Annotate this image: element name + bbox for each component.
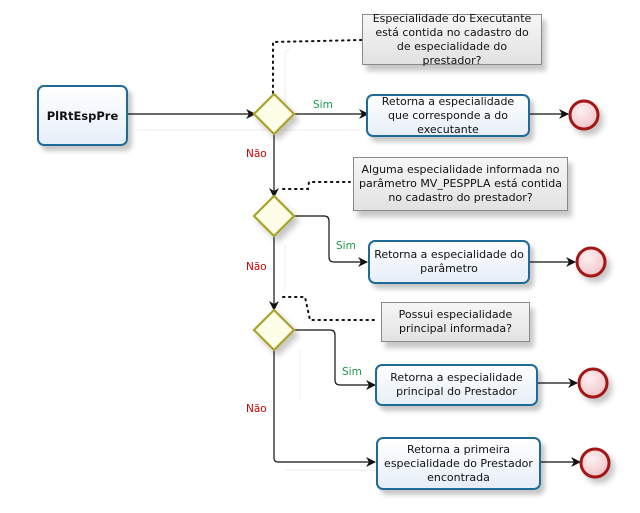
gateway-3-yes-label: Sim xyxy=(342,366,362,378)
start-subprocess[interactable]: PlRtEspPre xyxy=(37,85,128,146)
task-return-parametro[interactable]: Retorna a especialidade do parâmetro xyxy=(368,240,530,284)
annotation-2[interactable]: Alguma especialidade informada no parâme… xyxy=(353,157,568,211)
annotation-1[interactable]: Especialidade do Executante está contida… xyxy=(362,11,542,67)
end-event-1[interactable] xyxy=(568,99,600,131)
flow-gateway3-yes xyxy=(294,329,376,390)
start-subprocess-label: PlRtEspPre xyxy=(46,108,119,123)
annotation-3-text: Possui especialidade principal informada… xyxy=(398,308,513,335)
task-3-label: Retorna a especialidade principal do Pre… xyxy=(390,371,523,398)
end-event-4[interactable] xyxy=(579,447,611,479)
gateway-2[interactable] xyxy=(252,194,296,238)
annotation-3[interactable]: Possui especialidade principal informada… xyxy=(381,302,530,342)
end-event-3[interactable] xyxy=(577,367,609,399)
gateway-3[interactable] xyxy=(252,308,296,352)
task-4-label: Retorna a primeira especialidade do Pres… xyxy=(384,442,533,484)
gateway-1-no-label: Não xyxy=(246,148,267,160)
gateway-2-yes-label: Sim xyxy=(336,240,356,252)
gateway-1[interactable] xyxy=(252,92,296,136)
task-return-principal[interactable]: Retorna a especialidade principal do Pre… xyxy=(375,364,538,406)
flow-gateway2-yes xyxy=(293,215,368,267)
task-return-primeira[interactable]: Retorna a primeira especialidade do Pres… xyxy=(376,437,541,490)
gateway-1-yes-label: Sim xyxy=(313,99,333,111)
lane-guides xyxy=(135,49,375,471)
gateway-2-no-label: Não xyxy=(246,261,267,273)
annotation-1-text: Especialidade do Executante está contida… xyxy=(372,11,532,67)
end-event-2[interactable] xyxy=(575,246,607,278)
gateway-3-no-label: Não xyxy=(246,403,267,415)
task-2-label: Retorna a especialidade do parâmetro xyxy=(374,248,524,275)
task-return-executante[interactable]: Retorna a especialidade que corresponde … xyxy=(366,94,530,137)
association-annotation2 xyxy=(282,181,351,190)
flow-gateway3-no xyxy=(273,350,376,467)
association-annotation1 xyxy=(272,39,363,94)
task-1-label: Retorna a especialidade que corresponde … xyxy=(381,94,515,136)
association-annotation3 xyxy=(282,296,378,321)
annotation-2-text: Alguma especialidade informada no parâme… xyxy=(359,163,562,204)
